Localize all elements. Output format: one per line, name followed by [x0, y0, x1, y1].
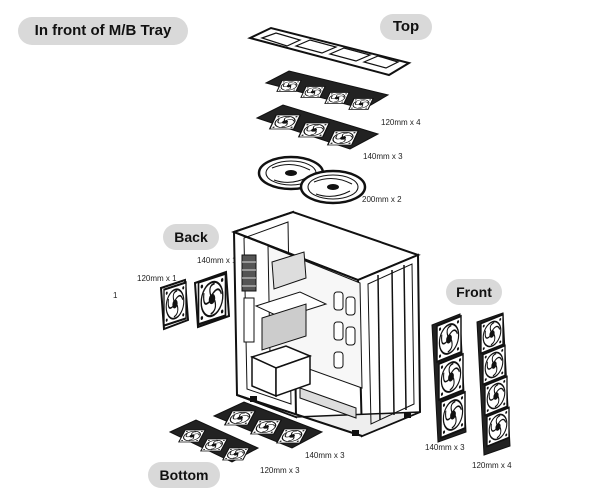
label-back: Back [163, 224, 219, 250]
caption-top-120mm: 120mm x 4 [381, 118, 421, 127]
caption-bottom-120mm: 120mm x 3 [260, 466, 300, 475]
caption-back-120mm: 120mm x 1 [137, 274, 177, 283]
caption-front-120mm: 120mm x 4 [472, 461, 512, 470]
caption-front-140mm: 140mm x 3 [425, 443, 465, 452]
top-200mm-fans [257, 155, 367, 205]
bottom-140mm-fan-strip [212, 401, 324, 449]
front-120mm-fan-column [476, 312, 511, 456]
top-140mm-fan-strip [255, 104, 380, 150]
pc-case-chassis [231, 210, 422, 438]
caption-bottom-140mm: 140mm x 3 [305, 451, 345, 460]
caption-top-200mm: 200mm x 2 [362, 195, 402, 204]
back-140mm-fan [193, 270, 231, 329]
label-front: Front [446, 279, 502, 305]
stray-mark: 1 [113, 291, 118, 300]
caption-back-140mm: 140mm x 1 [197, 256, 237, 265]
caption-top-140mm: 140mm x 3 [363, 152, 403, 161]
label-in-front-of-mb-tray: In front of M/B Tray [18, 17, 188, 45]
label-top: Top [380, 14, 432, 40]
back-120mm-fan [159, 278, 190, 331]
bottom-120mm-fan-strip [168, 419, 260, 463]
top-bracket-panel [247, 26, 412, 77]
label-bottom: Bottom [148, 462, 220, 488]
front-140mm-fan-column [431, 313, 467, 443]
top-120mm-fan-strip [264, 70, 390, 111]
